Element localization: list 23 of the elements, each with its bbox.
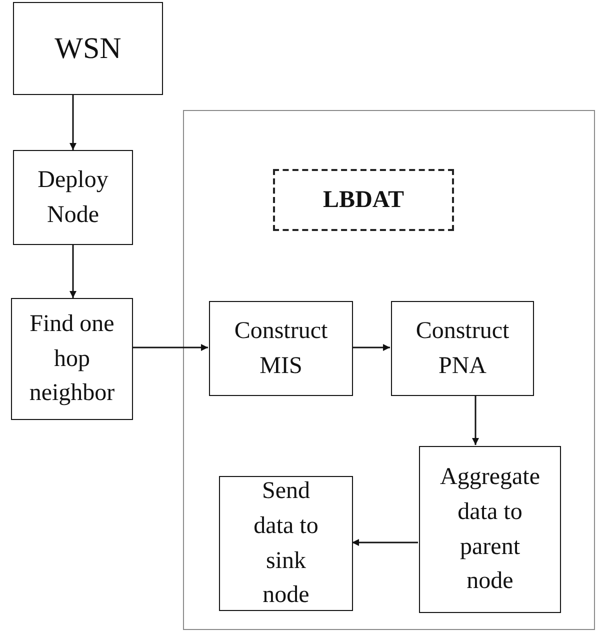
box-label: Send data to sink node [252, 476, 320, 610]
process-box [209, 301, 353, 396]
arrow [472, 395, 479, 445]
title-box [273, 169, 454, 231]
arrow [352, 539, 418, 546]
box-label: LBDAT [322, 186, 405, 215]
arrow [70, 245, 76, 298]
box-label: Find one hop neighbor [28, 310, 116, 408]
process-box [13, 150, 133, 245]
arrow [70, 95, 76, 150]
box-label: Deploy Node [36, 166, 110, 230]
arrow [352, 344, 390, 351]
process-box [13, 2, 163, 95]
box-label: Construct MIS [233, 316, 329, 380]
process-box [419, 446, 561, 613]
box-label: Aggregate data to parent node [439, 462, 541, 596]
group-frame [183, 110, 595, 630]
process-box [11, 298, 133, 420]
process-box [219, 476, 353, 611]
box-label: Construct PNA [414, 316, 510, 380]
arrow [133, 344, 208, 351]
box-label: WSN [54, 30, 122, 67]
process-box [391, 301, 534, 396]
